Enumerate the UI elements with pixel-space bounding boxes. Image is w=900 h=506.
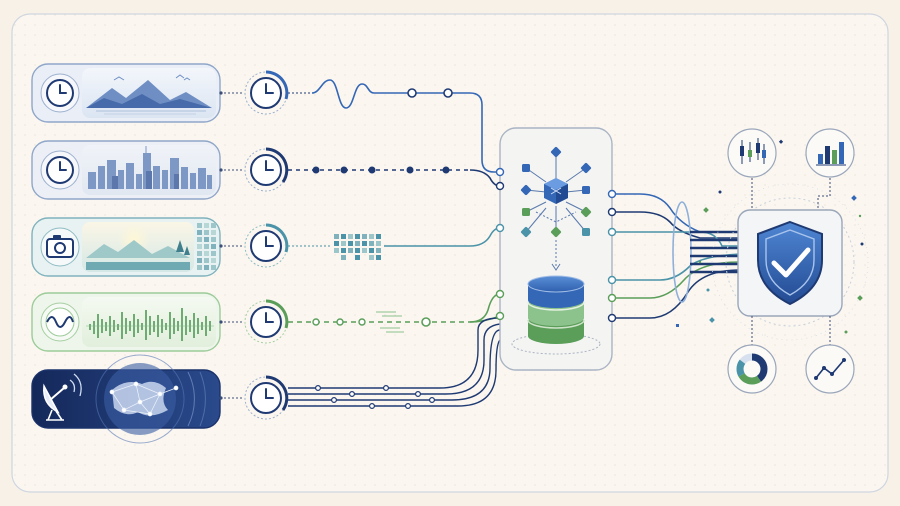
bus-bars [690,230,740,274]
candlestick-chart-icon [727,128,777,178]
line-chart-icon [805,344,855,394]
clock-icon [46,156,74,184]
clock-icon [244,223,289,268]
timer-nodes [244,70,289,420]
clock-icon [244,375,289,420]
pixel-tiles [197,223,216,270]
security-panel [737,209,843,317]
clock-icon [244,70,289,115]
globe-network [109,381,179,417]
satellite-connectors [751,178,831,346]
stream-sine [288,79,500,173]
clock-icon [46,79,74,107]
wave-icon [45,307,75,337]
camera-icon [46,235,74,258]
satellite-dish-icon [43,373,82,421]
bus-nodes [315,385,436,410]
network-cube-icon [520,146,592,238]
lens-ring [672,201,692,303]
source-card-satellite [31,354,221,444]
clock-icon [244,147,289,192]
sparkles [676,139,864,334]
donut-chart-icon [727,344,777,394]
stream-bus [288,317,501,407]
bar-chart-icon [805,128,855,178]
hub-outputs [607,189,617,323]
database-icon [511,275,601,355]
shield-check-icon [757,220,823,306]
source-card-landscape [31,63,221,123]
source-card-camera [31,217,221,277]
waveform-bars [89,308,211,341]
source-card-city [31,140,221,200]
card-connectors [220,92,244,399]
clock-icon [244,299,289,344]
dot-grid [12,14,888,492]
hub-inputs [495,167,505,321]
central-hub [495,127,613,371]
source-card-sensor [31,292,221,352]
